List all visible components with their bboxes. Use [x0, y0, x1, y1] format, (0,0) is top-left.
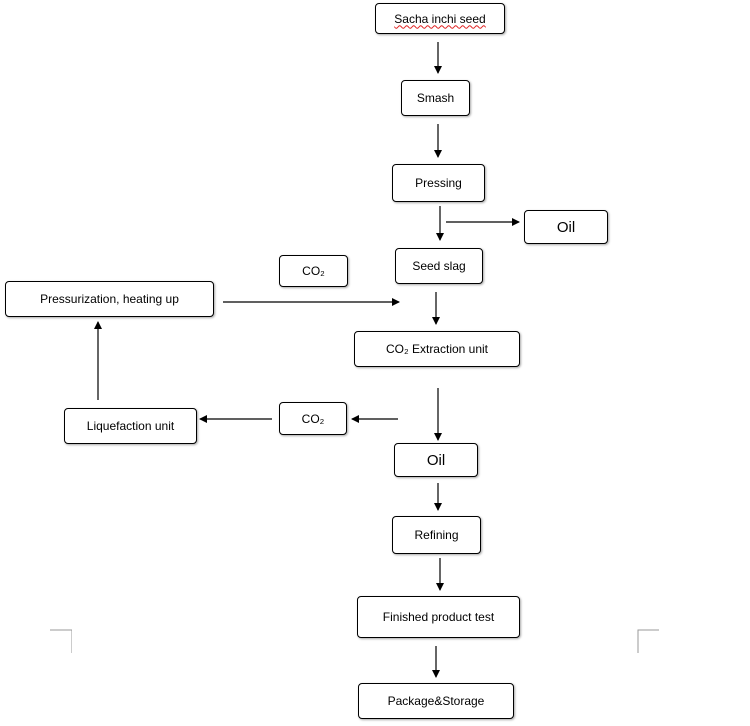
corner-mark-left [50, 629, 72, 653]
node-co2-in: CO₂ [279, 255, 348, 287]
node-package-storage: Package&Storage [358, 683, 514, 719]
node-label: CO₂ Extraction unit [385, 342, 489, 356]
node-co2-extraction-unit: CO₂ Extraction unit [354, 331, 520, 367]
node-label: Smash [416, 91, 455, 105]
node-smash: Smash [401, 80, 470, 116]
node-oil-side: Oil [524, 210, 608, 244]
node-refining: Refining [392, 516, 481, 554]
node-seed-slag: Seed slag [395, 248, 483, 284]
node-label: Package&Storage [387, 694, 485, 708]
node-sacha-inchi-seed: Sacha inchi seed [375, 3, 505, 34]
node-liquefaction-unit: Liquefaction unit [64, 408, 197, 444]
node-label: Oil [426, 451, 446, 469]
node-pressurization: Pressurization, heating up [5, 281, 214, 317]
node-label: Pressurization, heating up [40, 292, 179, 306]
node-oil: Oil [394, 443, 478, 477]
node-label: Finished product test [382, 610, 495, 624]
node-label: Sacha inchi seed [394, 11, 486, 26]
node-pressing: Pressing [392, 164, 485, 202]
node-label: CO₂ [302, 264, 325, 278]
node-label: Seed slag [412, 259, 466, 273]
node-label: Liquefaction unit [86, 419, 175, 433]
node-label: CO₂ [301, 411, 325, 426]
node-co2-out: CO₂ [279, 402, 347, 435]
node-label: Refining [414, 528, 459, 542]
node-finished-product-test: Finished product test [357, 596, 520, 638]
node-label: Pressing [415, 176, 462, 190]
node-label: Oil [556, 218, 576, 236]
corner-mark-right [637, 629, 659, 653]
